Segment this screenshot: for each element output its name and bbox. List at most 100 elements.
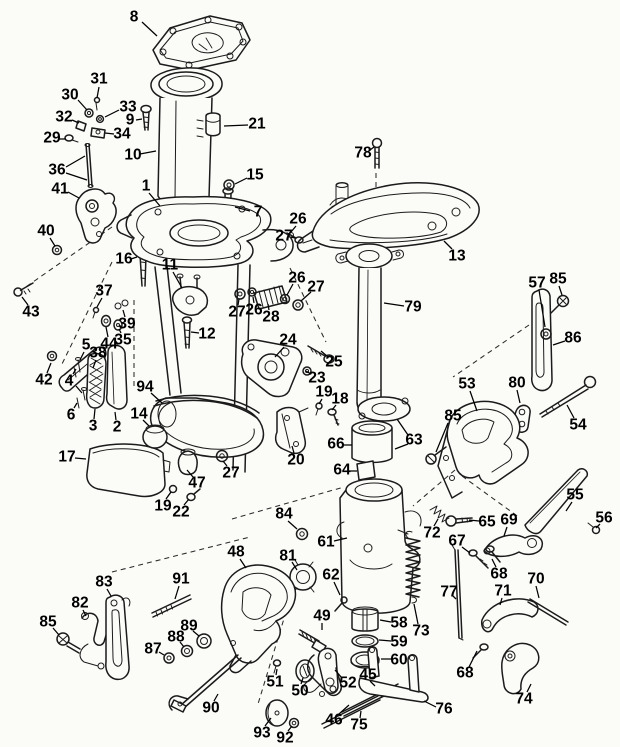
part-label-45: 45 [359, 667, 377, 684]
callout-leader-line-85 [435, 422, 449, 453]
part-label-49: 49 [313, 608, 331, 625]
callout-leader-line-26 [286, 283, 294, 296]
callout-leader-line-37 [96, 297, 103, 308]
part-label-22: 22 [172, 504, 189, 521]
part-label-31: 31 [90, 71, 108, 88]
callout-leader-line-55 [565, 501, 573, 512]
callout-leader-line-28 [267, 303, 270, 311]
part-shift-rod-cluster [46, 299, 129, 410]
callout-leader-line-85 [558, 285, 563, 296]
part-label-83: 83 [95, 574, 113, 591]
part-label-84: 84 [275, 506, 293, 523]
part-label-63: 63 [405, 432, 423, 449]
part-clamp-bracket-48 [220, 564, 297, 674]
assembly-guide-line [461, 475, 521, 519]
part-lower-mount-group [86, 406, 309, 502]
callout-leader-line-94 [150, 392, 163, 404]
callout-leader-line-31 [96, 86, 100, 99]
callout-leader-line-63 [394, 443, 409, 450]
callout-leader-line-34 [104, 132, 115, 135]
callout-leader-line-9 [135, 118, 143, 121]
callout-leader-line-78 [369, 146, 375, 151]
part-label-27: 27 [275, 228, 292, 245]
part-label-30: 30 [61, 87, 78, 104]
diagram-artwork [13, 15, 601, 729]
callout-leader-line-42 [46, 362, 52, 374]
part-label-58: 58 [390, 615, 408, 632]
part-label-61: 61 [317, 534, 335, 551]
part-springs-73-72 [405, 505, 450, 604]
part-label-70: 70 [527, 571, 544, 588]
part-label-20: 20 [287, 452, 304, 469]
part-label-43: 43 [22, 304, 40, 321]
callout-leader-line-51 [275, 668, 278, 676]
part-label-26: 26 [288, 270, 306, 287]
part-thrust-rods-bracket [321, 646, 429, 729]
part-label-60: 60 [390, 652, 407, 669]
callout-leader-line-87 [158, 651, 165, 656]
part-label-41: 41 [51, 181, 69, 198]
callout-leader-line-83 [106, 588, 112, 597]
part-label-3: 3 [89, 418, 98, 435]
callout-leader-line-82 [82, 609, 87, 617]
part-label-75: 75 [350, 717, 368, 734]
part-label-8: 8 [130, 9, 139, 26]
callout-leader-line-72 [433, 518, 439, 527]
callout-leader-line-5 [79, 351, 85, 361]
part-shock-mount-28 [234, 232, 304, 311]
part-label-26: 26 [245, 302, 263, 319]
callout-leader-line-25 [320, 350, 329, 358]
callout-leader-line-11 [172, 271, 183, 289]
part-label-34: 34 [113, 126, 131, 143]
part-plug-21-nut-15 [205, 112, 235, 191]
part-label-2: 2 [113, 419, 122, 436]
part-label-24: 24 [279, 332, 297, 349]
assembly-guide-line [257, 611, 287, 705]
part-label-71: 71 [494, 583, 512, 600]
part-label-92: 92 [276, 730, 293, 747]
callout-leader-line-23 [305, 370, 312, 375]
callout-leader-line-59 [378, 639, 392, 642]
callout-leader-line-4 [75, 385, 83, 394]
part-label-44: 44 [100, 336, 118, 353]
callout-leader-line-74 [526, 683, 532, 693]
callout-leader-line-4 [72, 368, 77, 375]
part-label-32: 32 [55, 109, 72, 126]
callout-leader-line-47 [186, 469, 194, 478]
part-label-56: 56 [595, 510, 613, 527]
assembly-guide-line [231, 486, 345, 520]
callout-leader-line-20 [291, 445, 295, 454]
callout-leader-line-81 [291, 561, 298, 571]
part-label-52: 52 [339, 675, 356, 692]
callout-leader-line-14 [142, 419, 150, 427]
assembly-guide-line [452, 324, 530, 378]
callout-leader-line-36 [65, 155, 86, 168]
callout-leader-line-17 [74, 457, 87, 460]
callout-leader-line-36 [65, 172, 88, 181]
callout-leader-line-46 [338, 704, 350, 715]
part-label-54: 54 [569, 417, 587, 434]
part-label-81: 81 [279, 548, 297, 565]
assembly-guide-line [111, 536, 251, 573]
assembly-guide-line [289, 267, 327, 343]
part-label-37: 37 [95, 283, 112, 300]
callout-leader-line-18 [331, 404, 337, 411]
part-label-27: 27 [307, 279, 324, 296]
part-label-19: 19 [154, 498, 172, 515]
part-reverse-lock-group [56, 594, 315, 729]
callout-leader-line-3 [93, 408, 96, 420]
callout-leader-line-48 [239, 558, 247, 569]
callout-leader-line-76 [423, 700, 437, 708]
callout-leader-line-41 [67, 191, 80, 199]
callout-leader-line-71 [499, 597, 503, 606]
callout-leader-line-93 [264, 717, 272, 727]
part-label-6: 6 [67, 407, 76, 424]
part-label-57: 57 [528, 275, 545, 292]
part-label-53: 53 [458, 376, 476, 393]
callout-leader-line-40 [49, 237, 56, 247]
part-label-15: 15 [246, 167, 264, 184]
part-label-39: 39 [118, 316, 136, 333]
part-label-1: 1 [142, 178, 151, 195]
